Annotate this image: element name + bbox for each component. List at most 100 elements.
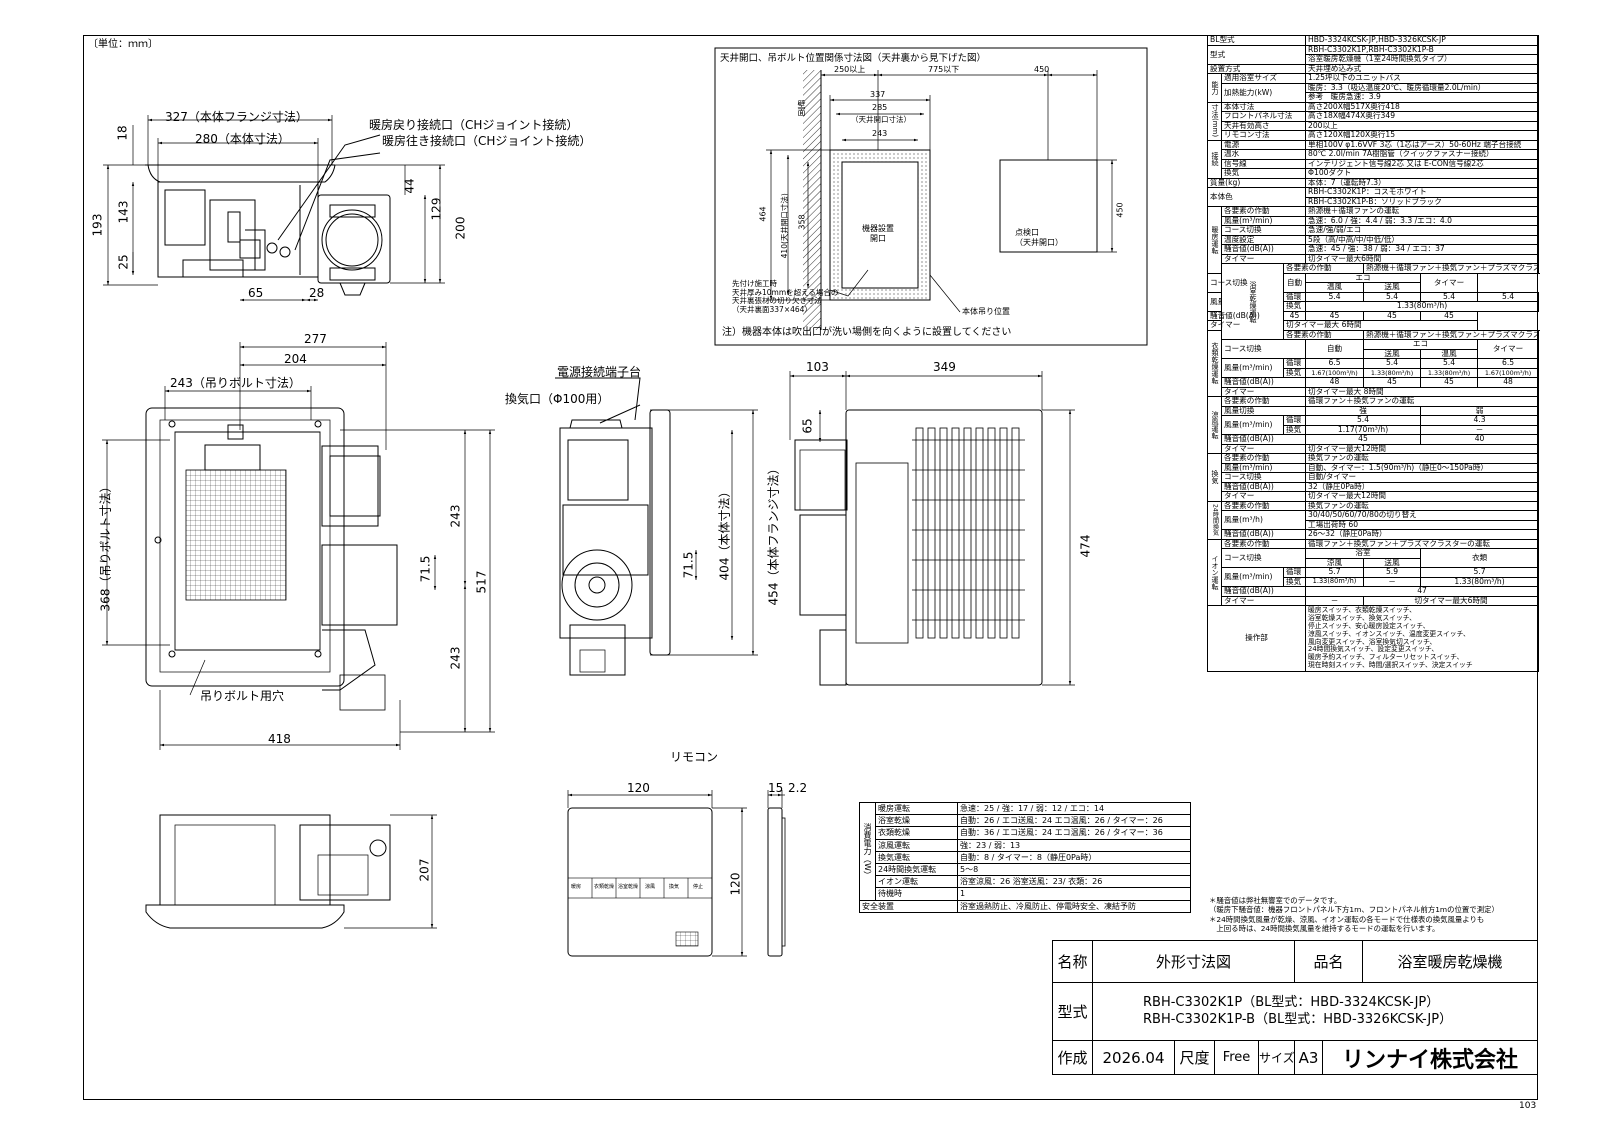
spec-bl-value: HBD-3324KCSK-JP,HBD-3326KCSK-JP: [1305, 35, 1540, 46]
power-value: 自動：26 / エコ送風：24 エコ温風：26 / タイマー：26: [957, 814, 1191, 828]
spec-color-value1: RBH-C3302K1P：コスモホワイト: [1305, 187, 1540, 198]
power-mode: 換気運転: [875, 850, 958, 864]
cool-noise-value: 40: [1420, 434, 1540, 445]
prior-work-note: 先付け施工時 天井厚み10mmを超える場合の 天井裏張材の切り欠き寸法 （天井裏…: [732, 279, 839, 314]
bath-dry-warm: 温風: [1305, 282, 1365, 293]
title-size-value: A3: [1294, 1040, 1324, 1075]
remote-button-heating: 暖房: [571, 884, 582, 890]
bath-dry-circ-value: 5.4: [1420, 291, 1479, 302]
front-view-dims: [103, 115, 445, 302]
vent-port-label: 換気口（Φ100用）: [505, 392, 610, 406]
ops-value: 暖房スイッチ、衣類乾燥スイッチ、 浴室乾燥スイッチ、換気スイッチ、 停止スイッチ…: [1305, 605, 1540, 672]
cool-noise-value: 45: [1305, 434, 1422, 445]
cloth-dry-warm: 温風: [1420, 348, 1479, 359]
vent-mode-label: 換気: [1207, 453, 1222, 502]
side-dim-404: 404（本体寸法）: [717, 485, 732, 581]
dim-28: 28: [309, 286, 325, 300]
heating-op-value: 熱源機＋循環ファンの運転: [1305, 206, 1540, 217]
cool-timer-value: 切タイマー最大12時間: [1305, 443, 1540, 454]
ceiling-dim-410: 410(天井開口寸法): [779, 193, 789, 259]
spec-ceiling-value: 200以上: [1305, 120, 1540, 131]
power-value: 急速：25 / 強：17 / 弱：12 / エコ：14: [957, 801, 1191, 816]
power-table: 消費電力（W） 暖房運転 急速：25 / 強：17 / 弱：12 / エコ：14…: [859, 801, 1191, 913]
cloth-dry-op-label: 各要素の作動: [1282, 329, 1365, 340]
ceiling-dim-250: 250以上: [834, 65, 866, 74]
ion-noise-label: 騒音値(dB(A)): [1220, 586, 1307, 597]
spec-dims-label: 寸法(mm): [1207, 101, 1222, 141]
cool-weak: 弱: [1420, 405, 1540, 416]
dim-65: 65: [248, 286, 264, 300]
bath-dry-course-label: コース切換: [1207, 272, 1284, 293]
inspection-opening-label: 点検口 （天井開口）: [1015, 228, 1063, 247]
vent-course-value: 自動/タイマー: [1305, 472, 1540, 483]
power-value: 1: [957, 887, 1191, 901]
title-product-label: 品名: [1294, 940, 1364, 983]
unit-label: 〔単位：ｍｍ〕: [88, 39, 158, 50]
ceiling-dim-358: 358: [797, 214, 807, 230]
heating-timer-value: 切タイマー最大6時間: [1305, 253, 1540, 264]
remote-button-vent: 換気: [669, 884, 680, 890]
spec-body-dim-label: 本体寸法: [1220, 101, 1307, 112]
vent-timer-label: タイマー: [1220, 491, 1307, 502]
spec-panel-dim-value: 高さ18X幅474X奥行349: [1305, 111, 1540, 122]
side-dim-454: 454（本体フランジ寸法）: [766, 462, 781, 606]
remote-dim-22: 2.2: [788, 781, 808, 795]
ion-op-label: 各要素の作動: [1220, 538, 1307, 549]
dim-143: 143: [116, 200, 131, 224]
vent-timer-value: 切タイマー最大12時間: [1305, 491, 1540, 502]
cloth-dry-vent-value: 1.67(100m³/h): [1477, 367, 1540, 378]
dim-200: 200: [453, 216, 468, 240]
ceiling-dim-450: 450: [1034, 65, 1050, 74]
vent24-airflow-value2: 工場出荷時 60: [1305, 519, 1540, 530]
ion-noise-value: 47: [1305, 586, 1540, 597]
remote-width-dim: 120: [627, 781, 650, 795]
ion-fan: 送風: [1363, 557, 1422, 568]
spec-model-label: 型式: [1206, 44, 1307, 65]
body-width-dim: 280（本体寸法）: [195, 132, 290, 146]
spec-hotwater-value: 80℃ 2.0l/min 7A樹脂管（クイックファスナー接続）: [1305, 149, 1540, 160]
spec-power-label: 電源: [1220, 139, 1307, 150]
vent-op-value: 換気ファンの運転: [1305, 453, 1540, 464]
vent24-op-value: 換気ファンの運転: [1305, 500, 1540, 511]
company-name: リンナイ株式会社: [1322, 1040, 1538, 1075]
hanger-position-label: 本体吊り位置: [962, 307, 1010, 316]
hanger-height-dim: 368（吊りボルト寸法）: [98, 480, 113, 612]
heating-temp-value: 5段（高/中高/中/中低/低）: [1305, 234, 1540, 245]
plan-view-dims: [102, 342, 495, 750]
vent24-airflow-value1: 30/40/50/60/70/80の切り替え: [1305, 510, 1540, 521]
spec-capacity-label: 能力: [1207, 73, 1222, 103]
ion-timer-value: 切タイマー最大6時間: [1363, 595, 1540, 606]
ceiling-diagram-title: 天井開口、吊ボルト位置関係寸法図（天井裏から見下げた図）: [720, 53, 987, 64]
flange-width-dim: 327（本体フランジ寸法）: [165, 110, 308, 124]
cool-timer-label: タイマー: [1220, 443, 1307, 454]
ceiling-dim-243: 243: [872, 129, 888, 138]
bath-dry-noise-value: 45: [1420, 310, 1479, 321]
spec-remote-dim-value: 高さ120X幅120X奥行15: [1305, 130, 1540, 141]
power-mode: 浴室乾燥: [875, 814, 958, 828]
spec-remote-dim-label: リモコン寸法: [1220, 130, 1307, 141]
heating-label: 暖房運転: [1207, 206, 1222, 274]
bath-dry-op-value: 熱源機＋循環ファン＋換気ファン＋プラズマクラスター運転: [1363, 263, 1540, 274]
cloth-dry-vent-value: 1.33(80m³/h): [1363, 367, 1422, 378]
front-view-lines: [145, 134, 391, 296]
bath-dry-timer-col: タイマー: [1420, 272, 1479, 293]
side-view: [555, 377, 671, 676]
spec-power-value: 単相100V φ1.6VVF 3芯（1芯はアース）50-60Hz 端子台接続: [1305, 139, 1540, 150]
remote-button-stop: 停止: [693, 884, 704, 890]
power-value: 自動：8 / タイマー：8（静圧0Pa時）: [957, 850, 1191, 864]
ion-timer-off: －: [1305, 595, 1365, 606]
cloth-dry-timer-col: タイマー: [1477, 339, 1540, 359]
bottom-view: [145, 814, 391, 929]
plan-dim-204: 204: [284, 352, 307, 366]
vent-noise-label: 騒音値(dB(A)): [1220, 481, 1307, 492]
ion-cool: 涼風: [1305, 557, 1365, 568]
ion-label: イオン運転: [1207, 538, 1222, 606]
cool-vent-value: 1.17(70m³/h): [1305, 424, 1422, 435]
dim-129: 129: [429, 197, 444, 221]
cloth-dry-circ-label: 循環: [1282, 358, 1307, 369]
spec-body-dim-value: 高さ200X幅517X奥行418: [1305, 101, 1540, 112]
spec-model-value1: RBH-C3302K1P,RBH-C3302K1P-B: [1305, 44, 1540, 55]
page-number: 103: [1519, 1101, 1537, 1111]
heating-op-label: 各要素の作動: [1220, 206, 1307, 217]
